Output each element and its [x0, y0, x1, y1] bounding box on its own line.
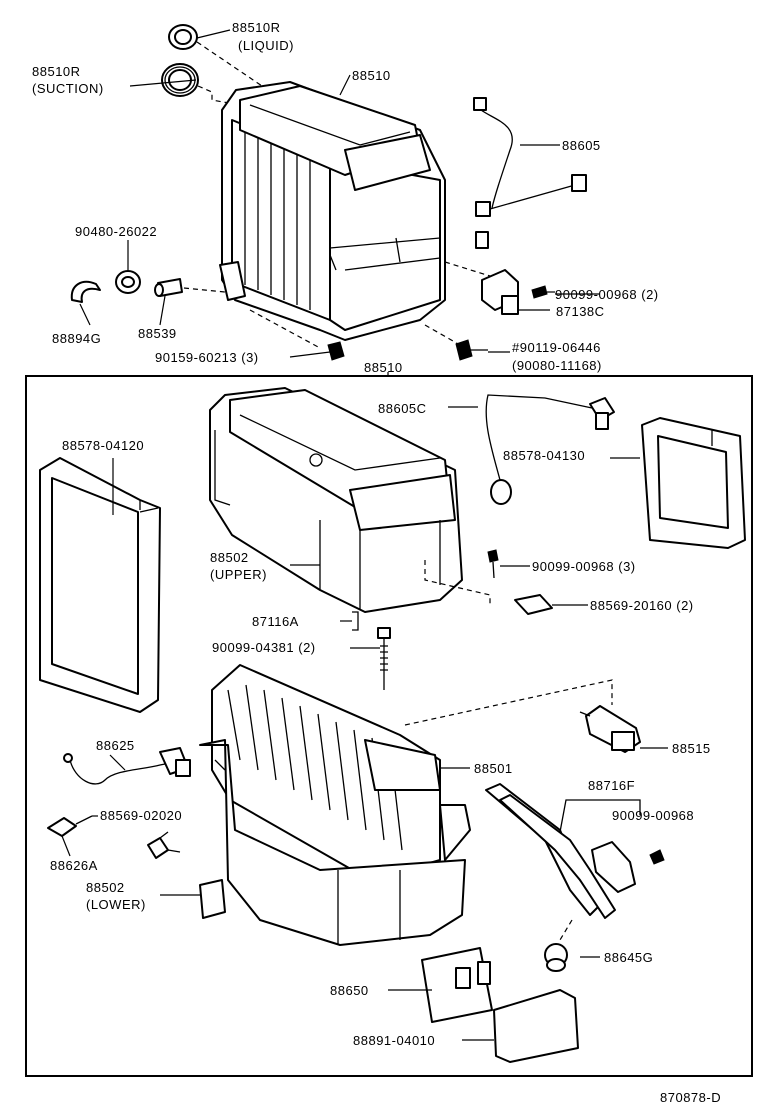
label-88716f: 88716F: [588, 778, 635, 793]
screw-90099-00968: [649, 849, 665, 865]
thermistor-88605: [473, 97, 587, 249]
label-87138c: 87138C: [556, 304, 605, 319]
label-88515: 88515: [672, 741, 711, 756]
pad-88891-04010: [493, 989, 579, 1063]
case-upper-88502: [209, 387, 463, 613]
screw-90119: [455, 339, 488, 361]
hose-88894g: [70, 280, 101, 303]
label-88625: 88625: [96, 738, 135, 753]
label-88645g: 88645G: [604, 950, 653, 965]
diagram-code: 870878-D: [660, 1090, 721, 1105]
relay-87138c: [481, 269, 555, 315]
dash-relay: [444, 261, 491, 277]
dash-88515: [404, 679, 613, 726]
plug-88645g: [544, 943, 568, 972]
label-90099-00968: 90099-00968: [612, 808, 694, 823]
label-88510r-suction-note: (SUCTION): [32, 81, 104, 96]
dash-liquid: [196, 41, 266, 89]
label-90099-00968-2: 90099-00968 (2): [555, 287, 659, 302]
label-88510r-suction: 88510R: [32, 64, 81, 79]
label-88578-04120: 88578-04120: [62, 438, 144, 453]
dash-upper: [424, 560, 491, 605]
label-88650: 88650: [330, 983, 369, 998]
label-88510-assembly: 88510: [364, 360, 403, 375]
label-88502-upper-note: (UPPER): [210, 567, 267, 582]
label-90119-06446: #90119-06446: [512, 340, 601, 355]
case-lower-88502: [199, 739, 471, 946]
evaporator-unit-top: [219, 81, 446, 341]
expansion-valve-88716f: [485, 783, 641, 919]
label-88510r-liquid: 88510R: [232, 20, 281, 35]
pad-88650: [421, 947, 493, 1023]
dash-88645g: [559, 919, 573, 941]
label-90080-11168: (90080-11168): [512, 358, 602, 373]
label-88501: 88501: [474, 761, 513, 776]
clip-88569-02020: [147, 831, 181, 859]
label-88569-20160: 88569-20160 (2): [590, 598, 694, 613]
label-88502-lower: 88502: [86, 880, 125, 895]
label-90159-60213: 90159-60213 (3): [155, 350, 259, 365]
pin-87116a: [352, 611, 359, 631]
clip-88626a: [47, 815, 93, 837]
label-88510-top: 88510: [352, 68, 391, 83]
switch-88515: [579, 705, 641, 753]
label-88510r-liquid-note: (LIQUID): [238, 38, 294, 53]
part-labels: 88510R (LIQUID) 88510R (SUCTION) 88510 8…: [32, 20, 721, 1105]
label-88502-lower-note: (LOWER): [86, 897, 146, 912]
assembly-frame: [25, 375, 753, 1077]
clip-88569-20160: [514, 594, 553, 615]
evaporator-core-88501: [211, 664, 441, 881]
label-88539: 88539: [138, 326, 177, 341]
dash-screw-90159: [249, 309, 321, 349]
screw-90159: [327, 341, 345, 361]
drain-88539: [154, 278, 183, 297]
label-88891-04010: 88891-04010: [353, 1033, 435, 1048]
gasket-88578-04130: [641, 417, 746, 549]
label-88569-02020: 88569-02020: [100, 808, 182, 823]
screw-90099-00968-3: [487, 549, 499, 579]
o-ring-liquid: [168, 24, 198, 50]
gasket-88578-04120: [39, 457, 161, 713]
label-88578-04130: 88578-04130: [503, 448, 585, 463]
label-88605c: 88605C: [378, 401, 427, 416]
grommet-90480: [115, 270, 141, 294]
o-ring-suction: [161, 63, 199, 97]
dash-suction: [197, 85, 241, 106]
dash-screw: [424, 324, 461, 346]
label-88626a: 88626A: [50, 858, 98, 873]
label-87116a: 87116A: [252, 614, 299, 629]
dash-drain: [183, 287, 226, 293]
label-90099-00968-3: 90099-00968 (3): [532, 559, 636, 574]
label-88502-upper: 88502: [210, 550, 249, 565]
sensor-88605c: [485, 394, 615, 505]
label-90480-26022: 90480-26022: [75, 224, 157, 239]
label-88605: 88605: [562, 138, 601, 153]
harness-88625: [63, 747, 191, 785]
label-88894g: 88894G: [52, 331, 101, 346]
bolt-90099-04381: [377, 627, 391, 690]
leader-lines: [61, 29, 668, 1041]
label-90099-04381: 90099-04381 (2): [212, 640, 316, 655]
